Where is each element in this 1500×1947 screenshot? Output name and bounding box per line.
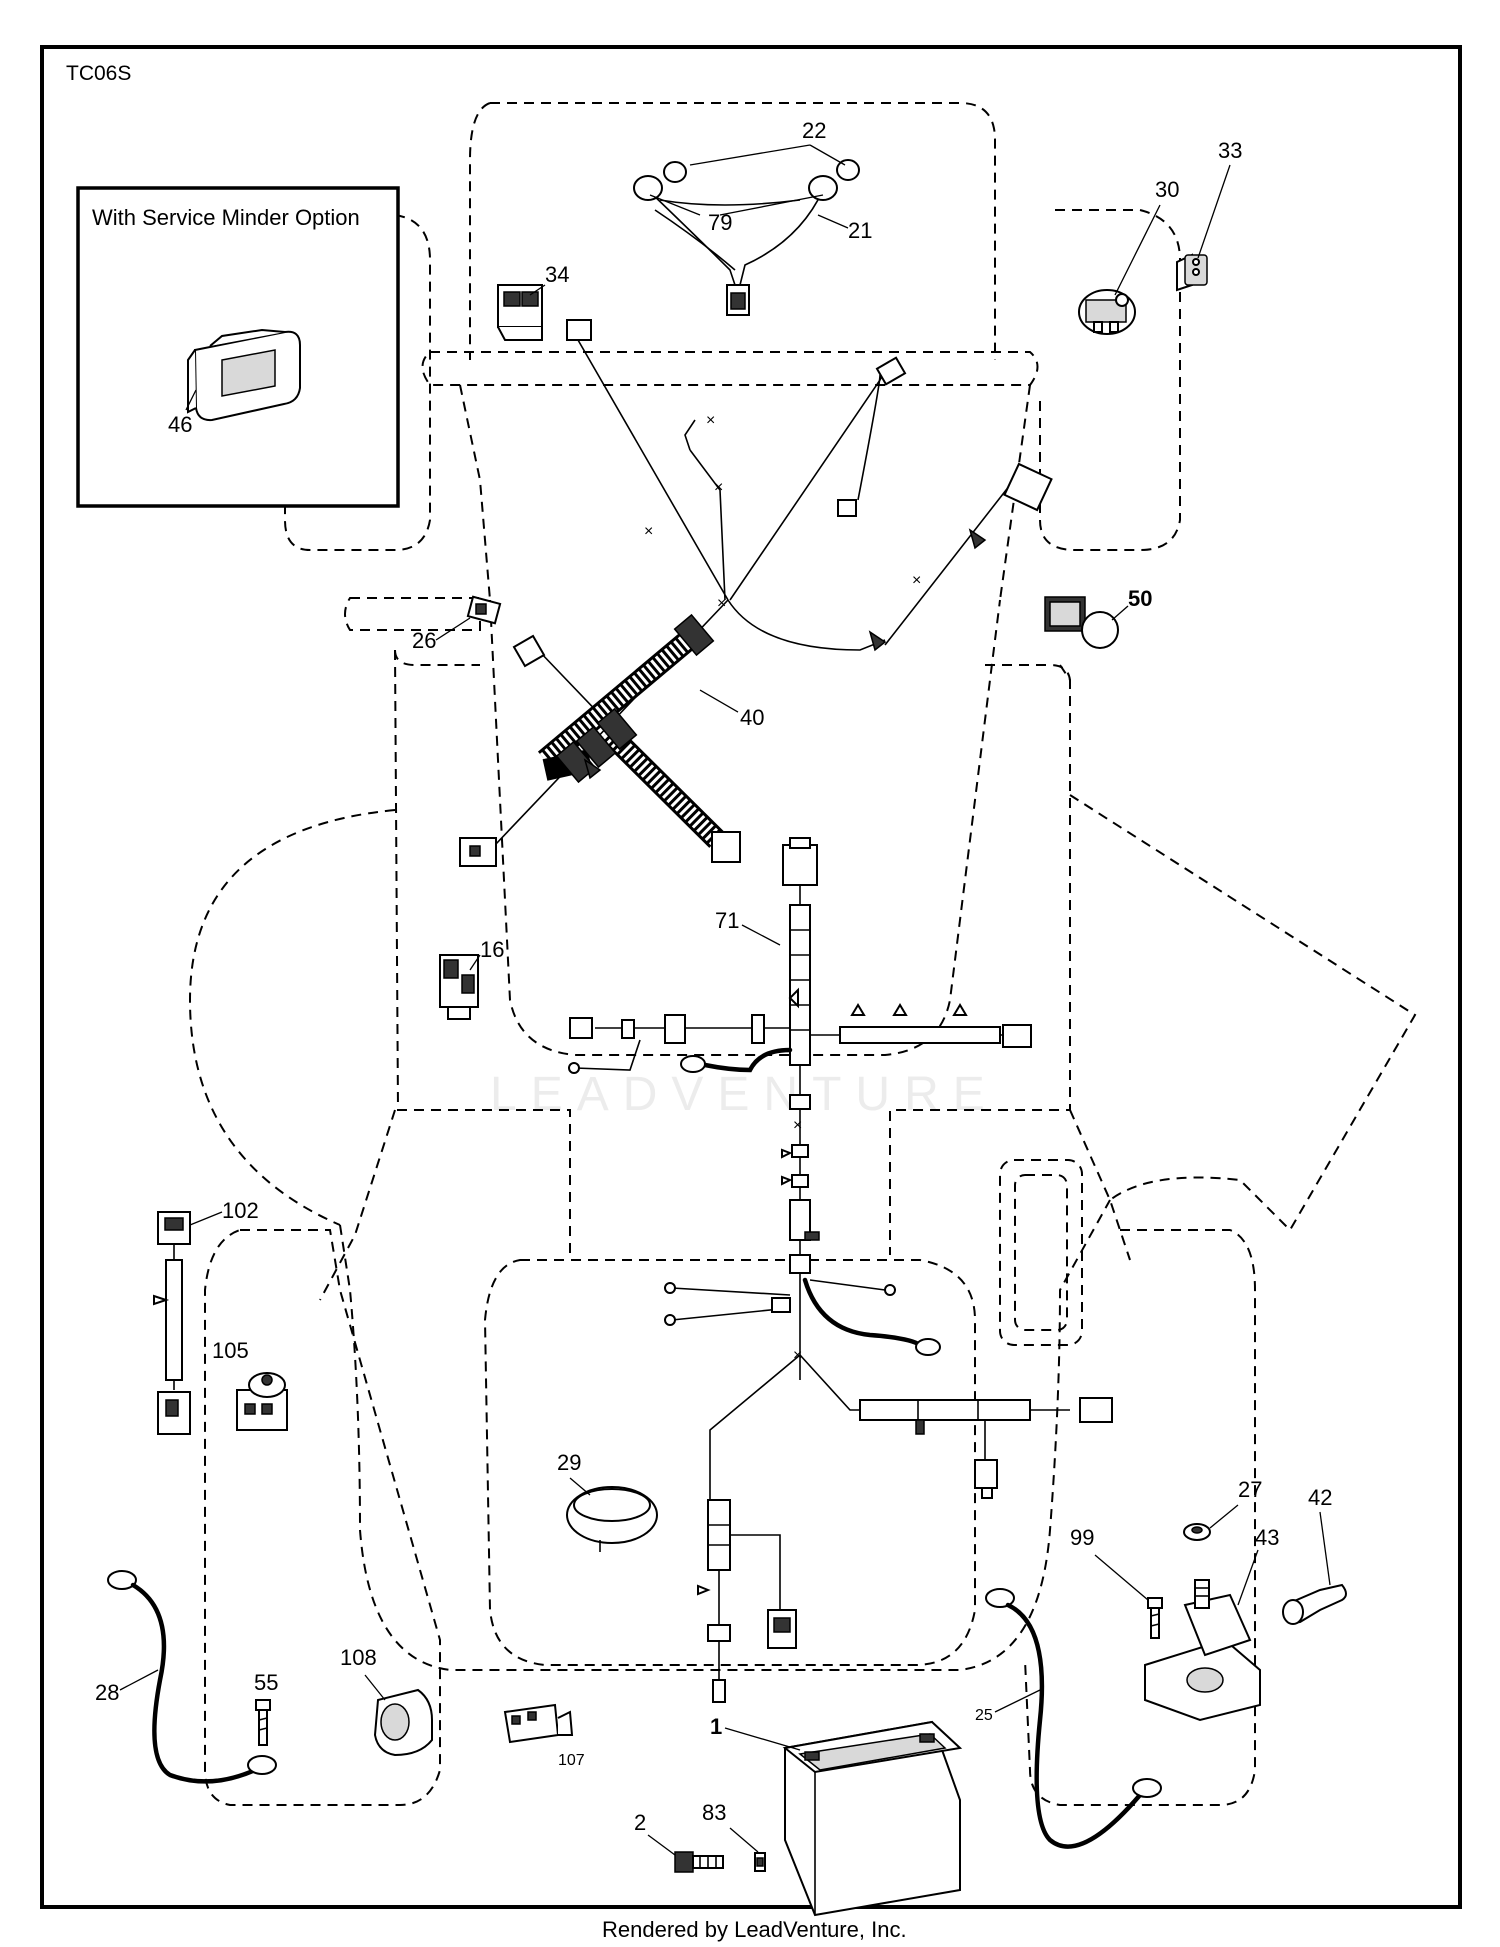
footer-credit: Rendered by LeadVenture, Inc. <box>602 1917 907 1942</box>
harness-102 <box>153 1211 191 1435</box>
module-108 <box>373 1688 433 1757</box>
switch-34 <box>497 284 543 341</box>
svg-text:×: × <box>714 479 723 496</box>
solenoid-105 <box>236 1372 288 1431</box>
starter-solenoid <box>1144 1579 1261 1722</box>
callout-43: 43 <box>1255 1525 1279 1550</box>
nut-27 <box>1183 1523 1211 1541</box>
callout-55: 55 <box>254 1670 278 1695</box>
callout-1: 1 <box>710 1714 722 1739</box>
callout-40: 40 <box>740 705 764 730</box>
nut-83 <box>754 1852 766 1872</box>
callout-108: 108 <box>340 1645 377 1670</box>
relay-107 <box>503 1703 574 1744</box>
callout-29: 29 <box>557 1450 581 1475</box>
callout-22: 22 <box>802 118 826 143</box>
callout-26: 26 <box>412 628 436 653</box>
callout-21: 21 <box>848 218 872 243</box>
callout-16: 16 <box>480 937 504 962</box>
svg-text:×: × <box>793 1117 802 1134</box>
battery-cable-28 <box>107 1570 277 1784</box>
callout-50: 50 <box>1128 586 1152 611</box>
bolt-2 <box>674 1851 724 1873</box>
svg-text:×: × <box>644 523 653 540</box>
battery <box>782 1720 963 1917</box>
svg-text:×: × <box>717 595 726 612</box>
callout-33: 33 <box>1218 138 1242 163</box>
callout-83: 83 <box>702 1800 726 1825</box>
watermark: LEADVENTURE <box>490 1068 999 1121</box>
svg-text:×: × <box>793 1347 802 1364</box>
ignition-switch <box>1078 289 1136 335</box>
main-harness: × × × × × <box>459 319 1053 867</box>
ignition-key <box>1176 253 1208 292</box>
callout-30: 30 <box>1155 177 1179 202</box>
callout-34: 34 <box>545 262 569 287</box>
callout-102: 102 <box>222 1198 259 1223</box>
bolt-99 <box>1147 1597 1163 1639</box>
callout-42: 42 <box>1308 1485 1332 1510</box>
fuse-holder <box>466 595 502 625</box>
callout-99: 99 <box>1070 1525 1094 1550</box>
callout-107: 107 <box>558 1752 585 1769</box>
callout-46: 46 <box>168 412 192 437</box>
callout-25: 25 <box>975 1707 993 1724</box>
lower-harness: × × <box>568 837 1113 1703</box>
svg-text:×: × <box>912 572 921 589</box>
callout-71: 71 <box>715 908 739 933</box>
headlight-harness <box>633 159 860 316</box>
hour-meter <box>566 1486 658 1552</box>
plunger-switch <box>1044 596 1119 649</box>
tractor-outline <box>188 102 1417 1806</box>
callout-28: 28 <box>95 1680 119 1705</box>
callout-105: 105 <box>212 1338 249 1363</box>
svg-text:×: × <box>706 412 715 429</box>
bolt-55 <box>255 1699 271 1746</box>
service-minder-module <box>187 328 301 422</box>
service-minder-inset: With Service Minder Option 46 <box>76 186 400 508</box>
terminal-boot <box>1282 1583 1347 1625</box>
inset-title: With Service Minder Option <box>92 205 360 230</box>
diagram-code: TC06S <box>66 62 131 85</box>
diagram-frame <box>40 45 1462 1909</box>
callout-79: 79 <box>708 210 732 235</box>
battery-cable-25 <box>985 1588 1162 1849</box>
callout-27: 27 <box>1238 1477 1262 1502</box>
callout-2: 2 <box>634 1810 646 1835</box>
relay-16 <box>439 954 479 1020</box>
